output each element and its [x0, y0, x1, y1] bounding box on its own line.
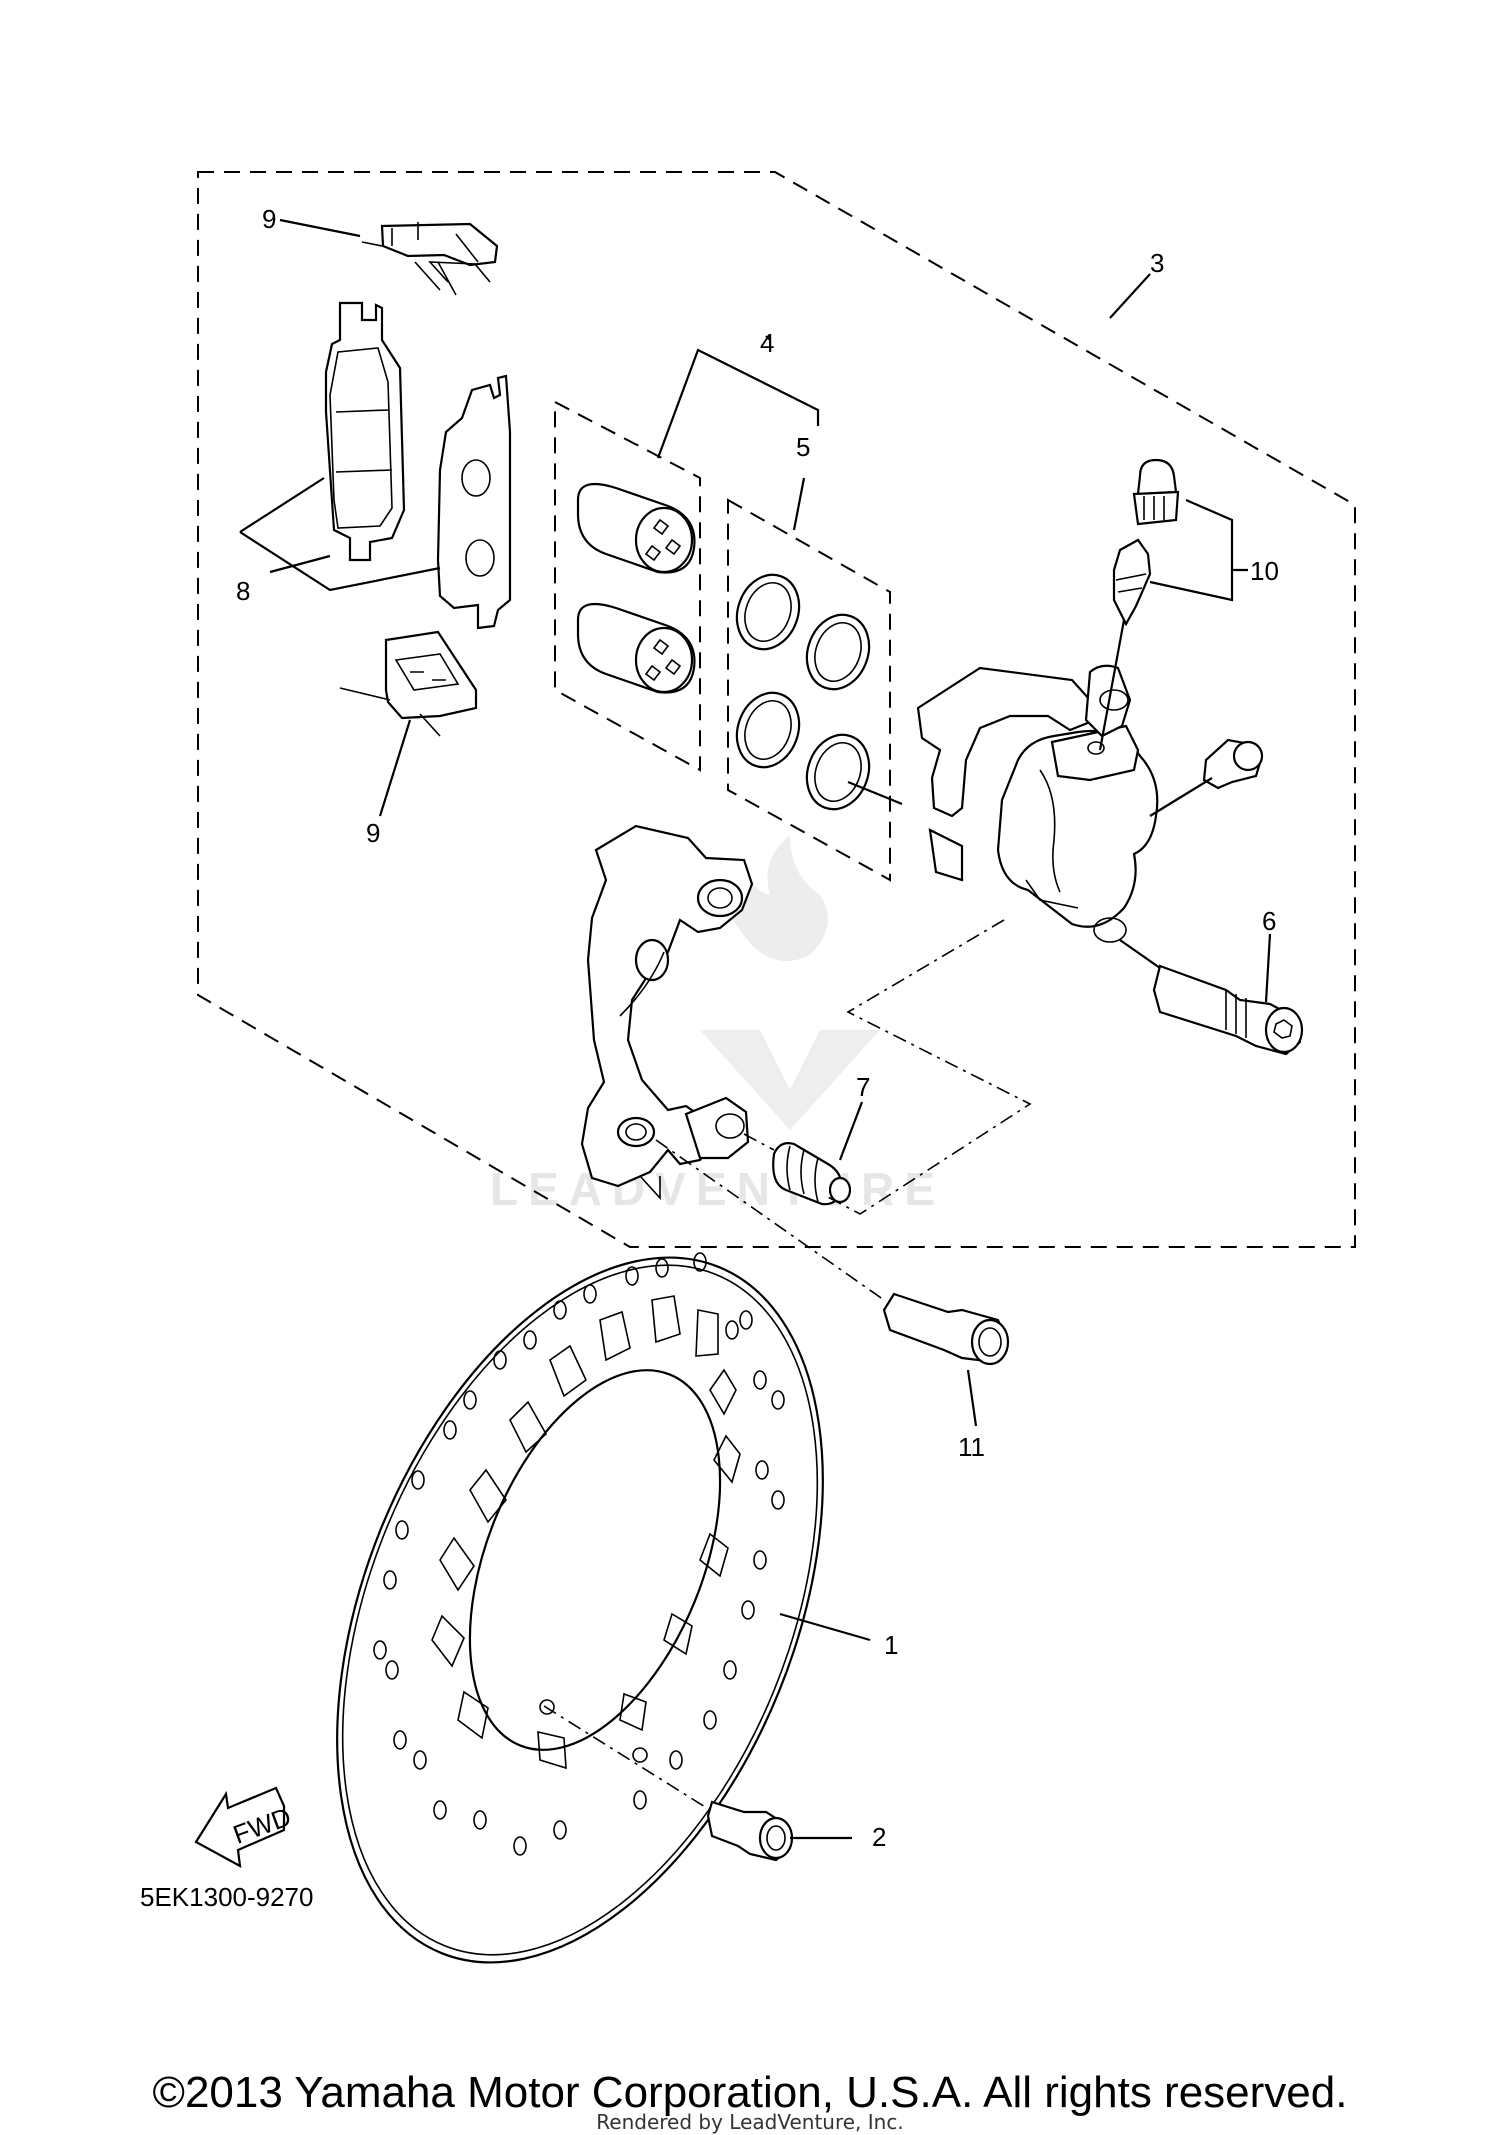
- leader-lines: [239, 218, 1272, 1840]
- part-label-11: 11: [958, 1432, 985, 1462]
- part-label-7: 7: [856, 1072, 870, 1102]
- diagram-code: 5EK1300-9270: [140, 1882, 313, 1912]
- part-label-1: 1: [884, 1630, 898, 1660]
- part-number-labels: 9 3 4 5 8 10 9 6 7 11 1 2 5EK1300-9270: [140, 204, 1279, 1912]
- pin-boot: [772, 1142, 852, 1206]
- watermark-text: LEADVENTURE: [490, 1163, 945, 1215]
- part-label-6: 6: [1262, 906, 1276, 936]
- rendered-by-credit: Rendered by LeadVenture, Inc.: [596, 2110, 904, 2134]
- pad-spring-top: [361, 222, 499, 296]
- part-label-9-bottom: 9: [366, 818, 380, 848]
- piston-lower: [576, 602, 696, 694]
- piston-upper: [576, 482, 696, 574]
- part-label-5: 5: [796, 432, 810, 462]
- part-label-9-top: 9: [262, 204, 276, 234]
- bleed-screw-and-cap: [1112, 458, 1180, 627]
- leadventure-watermark: LEADVENTURE: [490, 835, 945, 1215]
- caliper-bracket: [580, 824, 754, 1201]
- brake-pad-left: [324, 301, 406, 562]
- disc-cooling-slots: [431, 1295, 741, 1770]
- brake-disc: [336, 1252, 824, 1964]
- disc-bolt: [706, 1800, 794, 1862]
- disc-holes: [373, 1252, 785, 1856]
- part-label-2: 2: [872, 1822, 886, 1852]
- part-label-8: 8: [236, 576, 250, 606]
- slide-pin-bolt: [1152, 964, 1304, 1056]
- pin-plug: [1202, 738, 1264, 790]
- piston-seal-set: [735, 573, 871, 811]
- part-label-10: 10: [1250, 556, 1279, 586]
- copyright-notice: ©2013 Yamaha Motor Corporation, U.S.A. A…: [152, 2068, 1348, 2117]
- pad-spring-bottom: [339, 630, 478, 737]
- bracket-bolt: [882, 1292, 1010, 1366]
- forward-direction-arrow: FWD: [194, 1786, 295, 1868]
- seal-kit-boundary: [727, 498, 891, 882]
- caliper-assembly-boundary: [197, 171, 1356, 1248]
- piston-group-boundary: [554, 400, 701, 772]
- part-label-3: 3: [1150, 248, 1164, 278]
- caliper-body: [916, 664, 1159, 943]
- part-label-4: 4: [760, 328, 774, 358]
- brake-pad-right: [436, 374, 512, 630]
